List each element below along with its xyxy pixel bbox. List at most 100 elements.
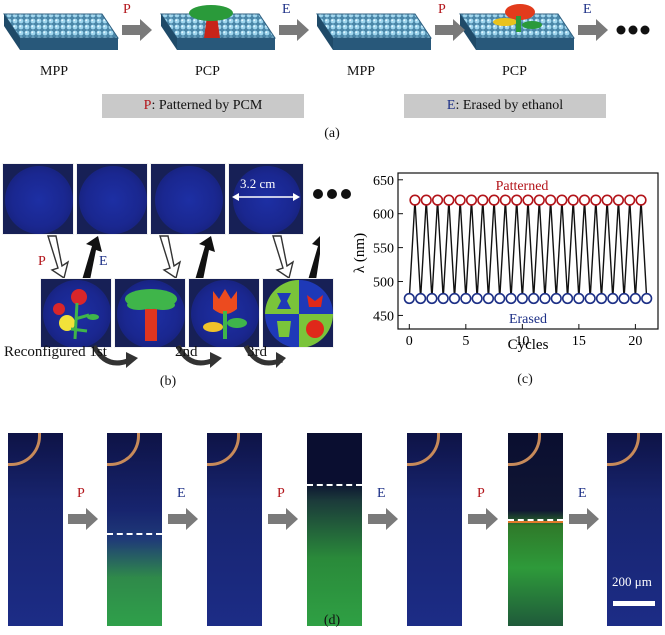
point-erased-0	[403, 292, 415, 305]
y-tick-label-3: 600	[373, 208, 394, 223]
scale-text-d: 200 μm	[612, 574, 652, 589]
pcp-film-flower	[459, 4, 575, 50]
x-tick-label-1: 5	[462, 334, 469, 349]
ellipsis-dots	[616, 25, 650, 35]
point-patterned-4	[454, 194, 466, 206]
y-tick-label-1: 500	[373, 276, 394, 291]
point-patterned-7	[488, 194, 500, 206]
caption-d: (d)	[323, 613, 341, 628]
y-axis-label: λ (nm)	[352, 233, 368, 273]
micrograph-6	[508, 433, 563, 626]
data-points	[403, 194, 653, 305]
point-patterned-16	[590, 194, 602, 206]
point-erased-4	[448, 292, 461, 305]
stage-label-mpp-2: MPP	[347, 64, 376, 79]
scale-text-b: 3.2 cm	[240, 176, 276, 191]
film-blocks	[3, 4, 650, 50]
point-erased-11	[528, 292, 540, 305]
legend-erased: E: Erased by ethanol	[404, 94, 606, 118]
point-erased-19	[618, 292, 630, 305]
caption-b: (b)	[159, 374, 177, 389]
arrow-label-e1: E	[282, 2, 291, 17]
point-erased-14	[561, 292, 574, 305]
erased-photo-3	[150, 163, 226, 235]
stage-label-pcp-1: PCP	[195, 64, 220, 79]
d-arrow-e2: E	[377, 486, 386, 501]
d-arrow-p1: P	[77, 486, 85, 501]
micrograph-4	[307, 433, 362, 626]
caption-a: (a)	[324, 126, 340, 141]
mpp-film-2	[316, 13, 432, 50]
point-erased-3	[437, 292, 449, 305]
x-tick-label-4: 20	[628, 334, 642, 349]
point-erased-1	[415, 292, 427, 305]
point-erased-12	[539, 292, 551, 305]
erased-photo-1	[2, 163, 74, 235]
point-erased-5	[460, 292, 472, 305]
point-patterned-14	[567, 194, 579, 206]
b-arrow-p: P	[38, 254, 46, 269]
plot-frame	[397, 172, 659, 330]
x-tick-label-3: 15	[572, 334, 586, 349]
d-arrow-e1: E	[177, 486, 186, 501]
point-patterned-15	[578, 194, 591, 206]
d-process-arrows	[68, 508, 599, 530]
point-patterned-20	[635, 194, 647, 206]
annotation-erased: Erased	[509, 312, 547, 327]
point-erased-9	[505, 292, 517, 305]
arrow-label-p1: P	[123, 2, 131, 17]
scale-arrow-b	[232, 193, 300, 201]
mpp-film-1	[3, 13, 119, 50]
point-erased-18	[607, 292, 619, 305]
stage-label-pcp-2: PCP	[502, 64, 527, 79]
x-tick-label-0: 0	[406, 334, 413, 349]
zigzag-line	[408, 200, 648, 299]
micrograph-1	[8, 433, 63, 626]
d-arrow-e3: E	[578, 486, 587, 501]
pattern-photo-quadrants	[262, 278, 334, 348]
point-erased-6	[471, 292, 483, 305]
caption-c: (c)	[517, 372, 533, 387]
ellipsis-b	[313, 189, 351, 199]
legend-p-letter: P	[143, 98, 152, 113]
pcp-film-tree	[160, 5, 276, 50]
legend-e-text: : Erased by ethanol	[455, 98, 564, 113]
reconfig-label-3: 3rd	[247, 344, 267, 360]
point-patterned-3	[443, 194, 455, 206]
arrow-label-p2: P	[438, 2, 446, 17]
arrow-label-e2: E	[583, 2, 592, 17]
pattern-photo-tree	[114, 278, 186, 348]
point-erased-20	[629, 292, 641, 305]
point-erased-8	[494, 292, 506, 305]
point-patterned-11	[533, 194, 545, 206]
point-patterned-6	[477, 194, 489, 206]
x-axis-label: Cycles	[508, 337, 549, 353]
legend-e-letter: E	[446, 98, 456, 113]
point-patterned-9	[511, 194, 523, 206]
cycle-arrows-b	[47, 235, 320, 280]
pattern-photo-flowers	[40, 278, 112, 348]
point-patterned-19	[624, 194, 636, 206]
point-patterned-18	[612, 194, 625, 206]
point-patterned-12	[545, 194, 557, 206]
d-arrow-p3: P	[477, 486, 485, 501]
point-patterned-13	[556, 194, 568, 206]
reconfig-arrows	[91, 344, 286, 368]
d-arrow-p2: P	[277, 486, 285, 501]
erased-photo-4	[228, 163, 304, 235]
pattern-photo-tulip	[188, 278, 260, 348]
point-patterned-10	[522, 194, 534, 206]
erased-photo-2	[76, 163, 148, 235]
point-patterned-8	[499, 194, 511, 206]
point-erased-17	[595, 292, 608, 305]
point-patterned-0	[409, 194, 421, 206]
point-erased-10	[516, 292, 528, 305]
point-erased-2	[426, 292, 438, 305]
micrograph-5	[407, 433, 462, 626]
y-tick-label-2: 550	[373, 242, 394, 257]
b-arrow-e: E	[99, 254, 108, 269]
x-ticks: 0 5 10 15 20	[406, 324, 642, 349]
x-tick-label-2: 10	[515, 334, 529, 349]
process-arrows	[122, 19, 608, 41]
